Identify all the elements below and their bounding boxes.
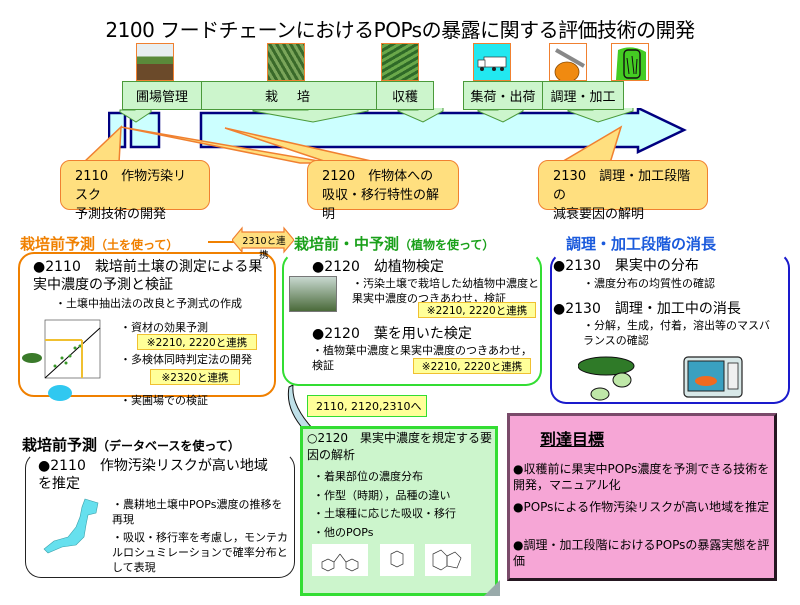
- cucumber-basket-photo: [381, 43, 419, 81]
- plant-section-heading: 栽培前・中予測（植物を使って）: [294, 233, 494, 254]
- pumpkin-knife-icon: [549, 43, 587, 81]
- goal-item: ●調理・加工段階におけるPOPsの暴露実態を評価: [513, 538, 770, 568]
- callout-2120: 2120 作物体への 吸収・移行特性の解明: [307, 160, 459, 222]
- microwave-icon: [683, 356, 743, 398]
- soil-section-panel: [18, 252, 276, 397]
- stage-field-management: 圃場管理: [122, 81, 202, 110]
- pickle-jar-icon: [611, 43, 649, 81]
- plant-bullet-title: ●2120 幼植物検定: [312, 259, 444, 275]
- callout-pointer: [557, 125, 623, 164]
- soil-item: ・土壌中抽出法の改良と予測式の作成: [55, 297, 242, 310]
- callout-line: 減衰要因の解明: [553, 207, 645, 222]
- folded-corner: [484, 580, 500, 596]
- stage-cooking-processing: 調理・加工: [542, 81, 624, 110]
- plant-section-panel: [282, 252, 542, 386]
- stage-cultivation: 栽 培: [201, 81, 377, 110]
- callout-2110: 2110 作物汚染リスク 予測技術の開発: [60, 160, 210, 222]
- stage-label: 栽 培: [264, 90, 313, 105]
- field-tractor-photo: [136, 43, 174, 81]
- callout-line: 2130 調理・加工段階の: [553, 169, 691, 203]
- cooking-bullet-text: ・濃度分布の均質性の確認: [583, 277, 715, 290]
- stage-harvest: 収穫: [376, 81, 434, 110]
- stage-label: 収穫: [391, 90, 418, 105]
- greenhouse-crop-photo: [267, 43, 305, 81]
- goal-item: ●POPsによる作物汚染リスクが高い地域を推定: [513, 500, 770, 514]
- plant-bullet-text: ・汚染土壌で栽培した幼植物中濃度と果実中濃度のつきあわせ，検証: [352, 277, 539, 305]
- factor-item: ・着果部位の濃度分布: [313, 470, 423, 483]
- link-tag: ※2210, 2220と連携: [413, 358, 531, 374]
- prediction-graph-icon: [22, 319, 101, 401]
- japan-map-icon: [43, 498, 99, 554]
- database-section-panel: [25, 452, 295, 578]
- jar-glyph: [616, 47, 646, 80]
- heading-main: 栽培前予測: [22, 436, 98, 454]
- factor-item: ・作型（時期），品種の違い: [313, 489, 451, 502]
- link-badge-arrow: [232, 226, 294, 254]
- heading-sub: （植物を使って）: [399, 238, 495, 252]
- link-tag: ※2320と連携: [150, 369, 240, 385]
- plant-bullet-title: ●2120 葉を用いた検定: [312, 326, 472, 342]
- cucumber-slices-icon: [578, 356, 635, 401]
- database-item: ・吸収・移行率を考慮し，モンテカルロシュミレーションで確率分布として表現: [112, 531, 288, 574]
- soil-item: ・資材の効果予測: [120, 321, 208, 334]
- soil-bullet: ●2110 栽培前土壌の測定による果実中濃度の予測と検証: [33, 259, 263, 293]
- link-tag: ※2210, 2220と連携: [418, 302, 536, 318]
- truck-glyph: [477, 56, 507, 71]
- factor-item: ・土壌種に応じた吸収・移行: [313, 507, 456, 520]
- heading-sub: （データベースを使って）: [97, 439, 240, 453]
- cooking-bullet-title: ●2130 調理・加工中の消長: [553, 301, 741, 317]
- chlordane-structure-icon: [425, 544, 471, 576]
- stage-label: 調理・加工: [550, 90, 616, 105]
- stage-shipping: 集荷・出荷: [463, 81, 543, 110]
- factor-title: ○2120 果実中濃度を規定する要因の解析: [307, 431, 493, 462]
- heading-main: 栽培前予測: [20, 235, 96, 253]
- stage-label: 圃場管理: [135, 90, 188, 105]
- soil-item: ・実圃場での検証: [120, 394, 208, 407]
- callout-line: 吸収・移行特性の解明: [322, 188, 440, 222]
- soil-section-heading: 栽培前予測（土を使って）: [20, 233, 178, 254]
- cooking-section-panel: [550, 252, 790, 404]
- page-title: 2100 フードチェーンにおけるPOPsの暴露に関する評価技術の開発: [105, 18, 695, 42]
- factor-link-note: 2110, 2120,2310へ: [307, 395, 427, 417]
- callout-pointers: [81, 125, 623, 164]
- callout-pointer: [81, 125, 122, 164]
- goals-heading: 到達目標: [540, 430, 605, 449]
- cooking-bullet-title: ●2130 果実中の分布: [553, 258, 699, 274]
- stage-label: 集荷・出荷: [470, 90, 536, 105]
- database-section-heading: 栽培前予測（データベースを使って）: [22, 434, 240, 455]
- callout-line: 予測技術の開発: [75, 207, 167, 222]
- callout-line: 2110 作物汚染リスク: [75, 169, 187, 203]
- heading-sub: （土を使って）: [95, 238, 179, 252]
- database-item: ・農耕地土壌中POPs濃度の推移を再現: [112, 498, 283, 526]
- ddt-structure-icon: [312, 544, 368, 576]
- seedling-greenhouse-photo: [289, 276, 337, 312]
- truck-icon: [473, 43, 511, 81]
- database-bullet: ●2110 作物汚染リスクが高い地域を推定: [38, 458, 268, 492]
- factor-item: ・他のPOPs: [313, 526, 374, 539]
- callout-line: 2120 作物体への: [322, 169, 434, 184]
- cooking-bullet-text: ・分解，生成，付着，溶出等のマスバランスの確認: [583, 319, 770, 347]
- hexachlorocyclohexane-structure-icon: [380, 544, 414, 576]
- link-tag: ※2210, 2220と連携: [137, 334, 257, 350]
- cooking-section-heading: 調理・加工段階の消長: [566, 235, 717, 253]
- plant-bullet-text: ・植物葉中濃度と果実中濃度のつきあわせ，検証: [312, 344, 532, 372]
- pumpkin-glyph: [554, 48, 585, 80]
- link-badge: 2310と連携: [242, 236, 286, 261]
- callout-2130: 2130 調理・加工段階の 減衰要因の解明: [538, 160, 708, 222]
- heading-main: 栽培前・中予測: [294, 235, 400, 253]
- connector-line: [208, 241, 234, 243]
- goal-item: ●収穫前に果実中POPs濃度を予測できる技術を開発，マニュアル化: [513, 462, 770, 492]
- soil-item: ・多検体同時判定法の開発: [120, 353, 252, 366]
- goals-panel: [507, 413, 777, 581]
